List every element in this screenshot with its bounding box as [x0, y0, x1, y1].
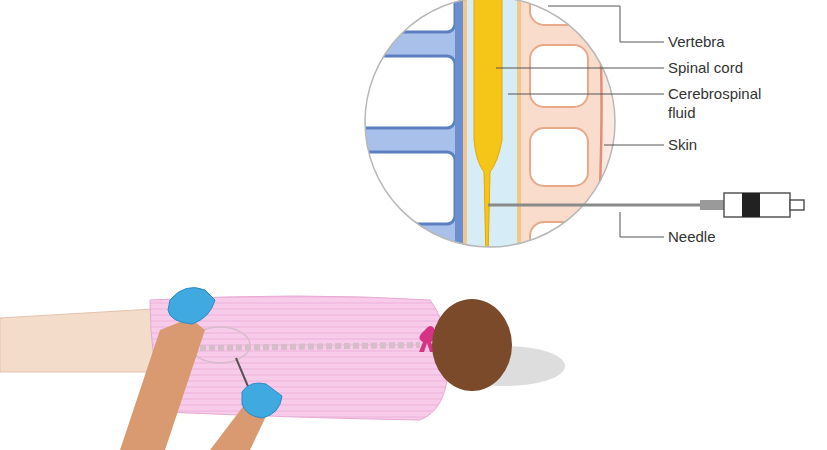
legs [0, 308, 175, 372]
leader-line [508, 94, 664, 95]
syringe-plunger-seal [742, 193, 760, 217]
magnified-view [340, 0, 640, 308]
syringe-barrel [724, 193, 790, 217]
spinous-process [530, 128, 588, 186]
glove [168, 288, 215, 324]
patient [0, 296, 565, 420]
leader-line [548, 6, 664, 42]
syringe-plunger [790, 200, 804, 210]
needle [488, 204, 722, 207]
glove [242, 383, 282, 418]
csf-space [467, 0, 517, 260]
spinous-process [530, 0, 588, 25]
disc [350, 222, 460, 250]
spinous-process [530, 222, 588, 282]
spinous-process [530, 45, 588, 107]
arm [120, 318, 205, 450]
leader-line [604, 145, 664, 146]
part-label: Vertebra [668, 32, 818, 51]
vertebral-body [340, 56, 455, 128]
part-label: Spinal cord [668, 58, 818, 77]
spine-sketch [200, 345, 420, 348]
vertebral-body [340, 0, 455, 32]
part-label: Cerebrospinal fluid [668, 84, 768, 122]
part-label: Skin [668, 135, 818, 154]
needle-hub [700, 200, 724, 210]
leader-line [620, 212, 664, 237]
disc [350, 30, 460, 58]
spinal-cord [474, 0, 502, 260]
skin-line [596, 0, 602, 260]
magnifier-circle [365, 0, 615, 247]
clinician-arms [120, 288, 282, 450]
head-hair [432, 299, 512, 391]
leader-line [496, 68, 664, 69]
vertebral-body [340, 152, 455, 224]
part-label: Needle [668, 227, 818, 246]
